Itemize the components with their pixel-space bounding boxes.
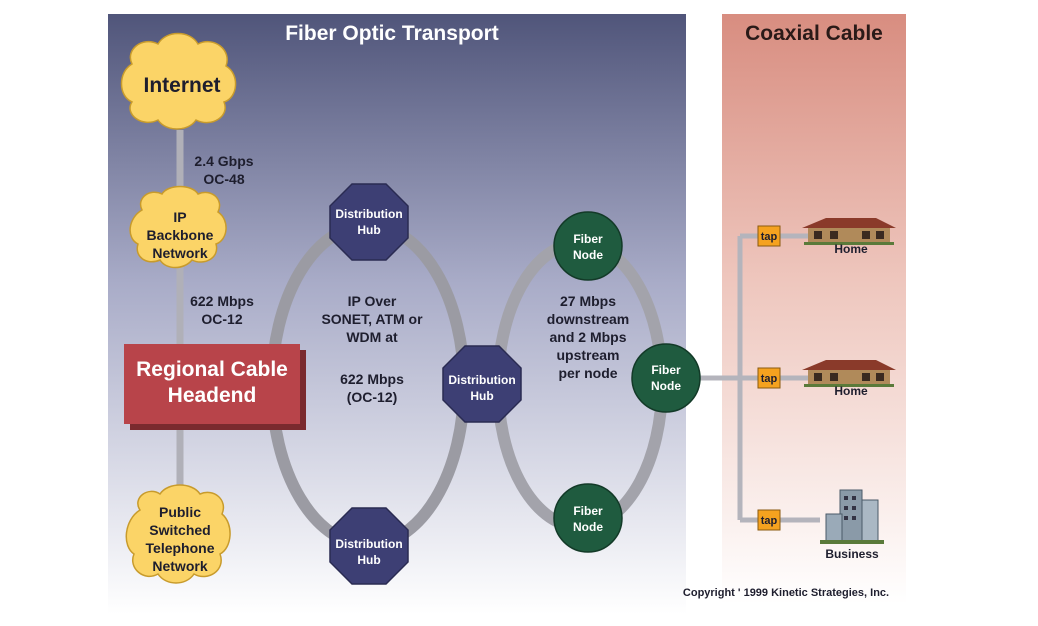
- fiber-node-bottom: Fiber Node: [553, 483, 623, 553]
- tap-2: tap: [757, 367, 781, 389]
- node-middle-line-2: Node: [651, 379, 681, 393]
- hub-middle-line-2: Hub: [470, 389, 493, 403]
- ip-backbone-cloud: IP Backbone Network: [129, 185, 227, 269]
- internet-label: Internet: [143, 74, 220, 97]
- hub-middle-line-1: Distribution: [448, 373, 515, 387]
- copyright-text: Copyright ' 1999 Kinetic Strategies, Inc…: [683, 587, 889, 599]
- coax-section-title: Coaxial Cable: [745, 22, 883, 45]
- pstn-line-1: Public: [159, 504, 201, 520]
- node-middle-line-1: Fiber: [651, 363, 681, 377]
- distribution-hub-middle: Distribution Hub: [442, 345, 522, 423]
- business-label: Business: [825, 547, 879, 561]
- ip-backbone-line-1: IP: [173, 209, 186, 225]
- headend-line-1: Regional Cable: [136, 358, 288, 381]
- tap-2-label: tap: [761, 373, 778, 385]
- hub-ring-text-1: IP Over: [348, 293, 397, 309]
- hub-top-line-1: Distribution: [335, 207, 402, 221]
- fiber-section-title: Fiber Optic Transport: [285, 22, 499, 45]
- node-ring-text-1: 27 Mbps: [560, 293, 616, 309]
- pstn-line-4: Network: [152, 558, 207, 574]
- hub-ring-text-2: SONET, ATM or: [321, 311, 423, 327]
- headend-line-2: Headend: [168, 384, 257, 407]
- tap-3-label: tap: [761, 515, 778, 527]
- internet-cloud: Internet: [120, 32, 237, 130]
- distribution-hub-bottom: Distribution Hub: [329, 507, 409, 585]
- node-top-line-2: Node: [573, 248, 603, 262]
- business-building-icon: [820, 489, 884, 544]
- node-bottom-line-1: Fiber: [573, 504, 603, 518]
- internet-link-speed: 2.4 Gbps: [194, 153, 253, 169]
- home-icon: [802, 218, 896, 245]
- tap-1: tap: [757, 225, 781, 247]
- fiber-node-middle: Fiber Node: [631, 343, 701, 413]
- hub-bottom-line-2: Hub: [357, 553, 380, 567]
- pstn-cloud: Public Switched Telephone Network: [125, 484, 231, 584]
- node-bottom-line-2: Node: [573, 520, 603, 534]
- regional-cable-headend: Regional Cable Headend: [124, 344, 306, 430]
- hub-top-line-2: Hub: [357, 223, 380, 237]
- ip-backbone-line-2: Backbone: [147, 227, 214, 243]
- tap-3: tap: [757, 509, 781, 531]
- pstn-line-3: Telephone: [146, 540, 215, 556]
- node-ring-text-4: upstream: [556, 347, 619, 363]
- backbone-link-speed: 622 Mbps: [190, 293, 254, 309]
- fiber-node-top: Fiber Node: [553, 211, 623, 281]
- internet-link-oc: OC-48: [203, 171, 244, 187]
- node-ring-text-2: downstream: [547, 311, 629, 327]
- home-2-label: Home: [834, 384, 868, 398]
- backbone-link-oc: OC-12: [201, 311, 242, 327]
- pstn-line-2: Switched: [149, 522, 210, 538]
- home-1-label: Home: [834, 242, 868, 256]
- ip-backbone-line-3: Network: [152, 245, 207, 261]
- node-ring-text-3: and 2 Mbps: [549, 329, 626, 345]
- hub-ring-text-3: WDM at: [346, 329, 398, 345]
- tap-1-label: tap: [761, 231, 778, 243]
- hub-ring-text-5: 622 Mbps: [340, 371, 404, 387]
- hub-ring-text-6: (OC-12): [347, 389, 398, 405]
- hub-bottom-line-1: Distribution: [335, 537, 402, 551]
- distribution-hub-top: Distribution Hub: [329, 183, 409, 261]
- node-ring-text-5: per node: [558, 365, 617, 381]
- home-icon: [802, 360, 896, 387]
- node-top-line-1: Fiber: [573, 232, 603, 246]
